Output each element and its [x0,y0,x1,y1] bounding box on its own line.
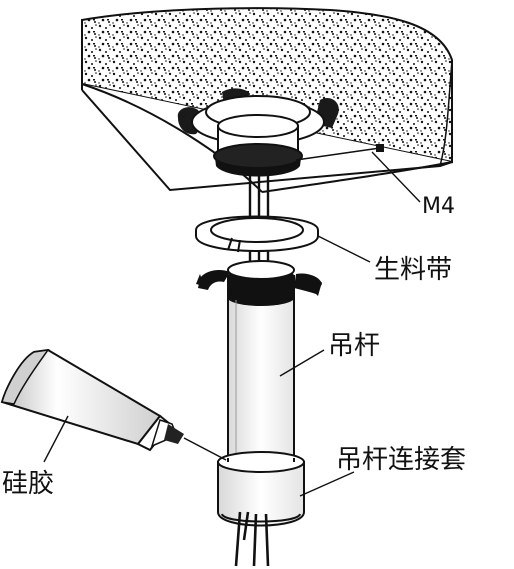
sealant-label: 硅胶 [2,469,54,499]
rod-leader [279,349,325,377]
rod-connection-sleeve [217,451,305,527]
sleeve-wires [234,511,270,567]
ceiling-mount [177,88,339,177]
sleeve-leader [299,471,355,497]
silicone-tube [0,348,227,461]
rotation-arrows [196,270,322,296]
tape-leader [317,235,371,263]
sealant-leader [43,415,69,463]
tape-label: 生料带 [374,255,452,285]
teflon-tape-ring [195,215,319,253]
sleeve-label: 吊杆连接套 [336,445,466,475]
rod-label: 吊杆 [328,331,380,361]
m4-label: M4 [422,194,455,219]
m4-leader [295,144,421,203]
hanging-rod [227,260,295,467]
